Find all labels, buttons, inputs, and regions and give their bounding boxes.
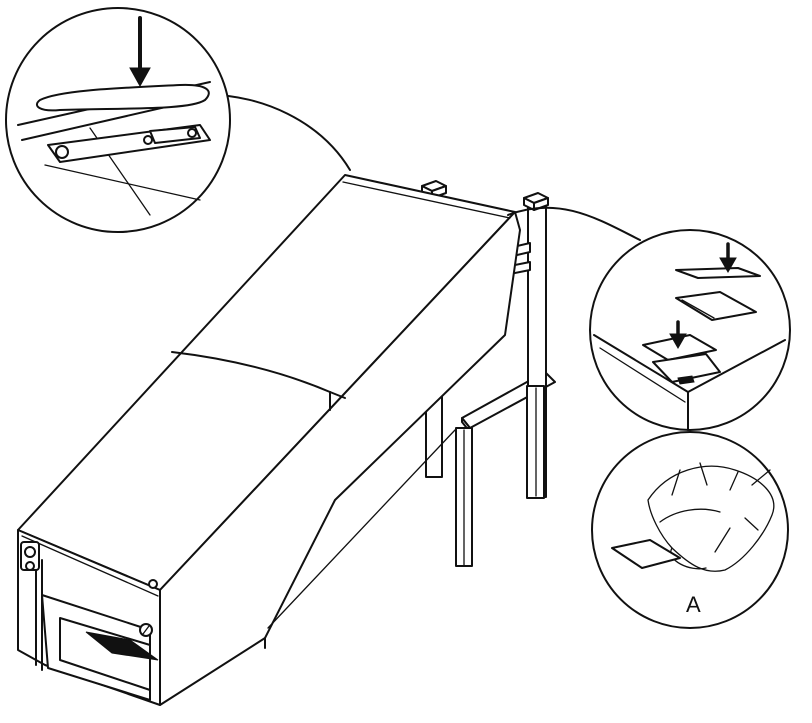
callout-label-a: A	[686, 592, 701, 617]
floor-pad	[85, 631, 159, 661]
detail-circle-right	[589, 229, 791, 431]
detail-circle-top	[5, 7, 231, 233]
detail-callout-right	[507, 206, 791, 431]
callout-leader-right	[507, 206, 641, 241]
cabinet	[17, 174, 521, 706]
top-seam	[171, 351, 331, 393]
detail-circle-a	[591, 431, 789, 629]
flat-pad	[611, 539, 681, 569]
pad-recess	[675, 291, 757, 321]
callout-leader	[209, 94, 351, 171]
rubber-pad	[35, 83, 210, 112]
corner-screw	[148, 579, 158, 589]
detail-callout-a: A	[591, 431, 789, 629]
pad-upper	[675, 267, 761, 279]
detail-callout-top	[5, 7, 351, 233]
cabinet-side	[159, 211, 521, 706]
